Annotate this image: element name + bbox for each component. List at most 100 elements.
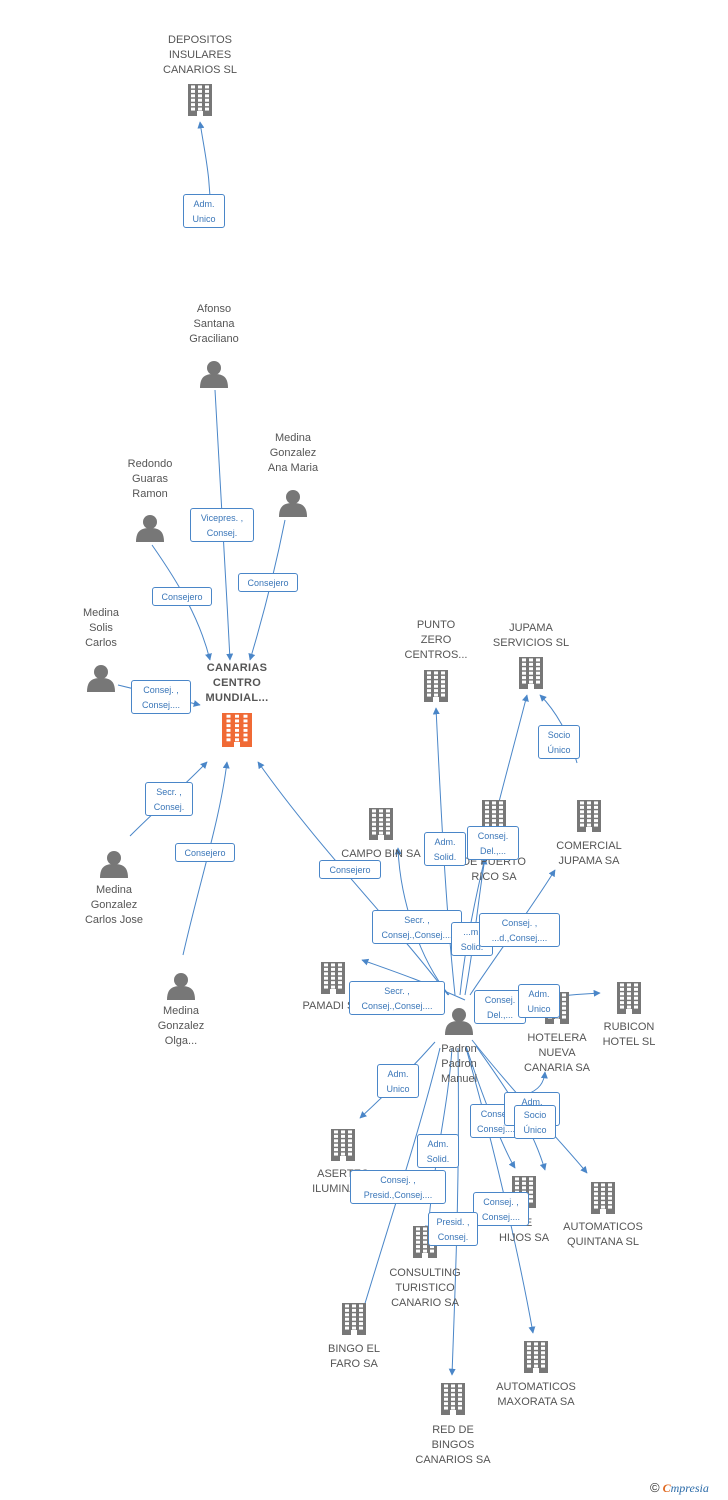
node-label-line: MAXORATA SA bbox=[497, 1396, 575, 1408]
company-building-icon[interactable] bbox=[188, 84, 212, 116]
relationship-role-label[interactable]: Secr. ,Consej. bbox=[145, 782, 193, 816]
person-icon[interactable] bbox=[445, 1008, 473, 1035]
role-label-line: Consejero bbox=[184, 848, 226, 858]
company-building-icon[interactable] bbox=[519, 657, 543, 689]
node-label-line: Graciliano bbox=[189, 333, 239, 345]
company-node-label[interactable]: CAMPO BIN SA bbox=[321, 847, 441, 862]
company-building-icon[interactable] bbox=[342, 1303, 366, 1335]
company-building-icon[interactable] bbox=[577, 800, 601, 832]
role-label-line: Vicepres. , bbox=[200, 513, 244, 523]
node-label-line: CENTROS... bbox=[404, 649, 468, 661]
relationship-role-label[interactable]: Adm. Solid. bbox=[424, 832, 466, 866]
relationship-role-label[interactable]: Secr. ,Consej.,Consej.... bbox=[372, 910, 462, 944]
role-label-line: Consej.... bbox=[476, 1124, 516, 1134]
company-node-label[interactable]: COMERCIAL JUPAMA SA bbox=[529, 839, 649, 869]
relationship-role-label[interactable]: Consej. ,Consej.... bbox=[473, 1192, 529, 1226]
person-icon[interactable] bbox=[279, 490, 307, 517]
node-label-line: COMERCIAL bbox=[556, 840, 622, 852]
company-building-icon[interactable] bbox=[524, 1341, 548, 1373]
company-building-icon[interactable] bbox=[321, 962, 345, 994]
node-label-line: HOTELERA bbox=[527, 1032, 587, 1044]
role-label-line: Solid. bbox=[433, 852, 457, 862]
company-building-icon[interactable] bbox=[413, 1226, 437, 1258]
node-label-line: MUNDIAL... bbox=[205, 692, 269, 704]
relationship-role-label[interactable]: Consejero bbox=[238, 573, 298, 592]
role-label-line: Secr. , bbox=[404, 915, 430, 925]
relationship-role-label[interactable]: Adm.Unico bbox=[183, 194, 225, 228]
relationship-edge bbox=[248, 519, 286, 661]
role-label-line: ...m. bbox=[463, 927, 481, 937]
role-label-line: Secr. , bbox=[156, 787, 182, 797]
company-building-icon[interactable] bbox=[591, 1182, 615, 1214]
role-label-line: Consej.,Consej.... bbox=[361, 1001, 433, 1011]
company-building-icon[interactable] bbox=[617, 982, 641, 1014]
relationship-role-label[interactable]: Presid. ,Consej. bbox=[428, 1212, 478, 1246]
relationship-role-label[interactable]: Consej.Del.,... bbox=[467, 826, 519, 860]
node-label-line: CANARIA SA bbox=[523, 1062, 591, 1074]
person-icon[interactable] bbox=[136, 515, 164, 542]
relationship-role-label[interactable]: Adm.Unico bbox=[377, 1064, 419, 1098]
node-label-line: TURISTICO bbox=[395, 1282, 455, 1294]
person-icon[interactable] bbox=[87, 665, 115, 692]
role-label-line: Consej. bbox=[480, 1109, 512, 1119]
company-building-icon[interactable] bbox=[424, 670, 448, 702]
role-label-line: Consejero bbox=[247, 578, 289, 588]
relationship-role-label[interactable]: Consejero bbox=[319, 860, 381, 879]
node-label-line: PAMADI S... bbox=[302, 1000, 364, 1012]
relationship-role-label[interactable]: Consejero bbox=[152, 587, 212, 606]
person-icon[interactable] bbox=[167, 973, 195, 1000]
node-label-line: HOTEL SL bbox=[602, 1036, 656, 1048]
relationship-role-label[interactable]: Adm.Solid. bbox=[417, 1134, 459, 1168]
role-label-line: Consejero bbox=[161, 592, 203, 602]
node-label-line: Solis bbox=[89, 622, 113, 634]
company-node-label[interactable]: PAMADI S... bbox=[273, 999, 393, 1014]
company-building-icon[interactable] bbox=[441, 1383, 465, 1415]
relationship-role-label[interactable]: Consejero bbox=[175, 843, 235, 862]
role-label-line: Consej. , bbox=[143, 685, 179, 695]
person-icon[interactable] bbox=[200, 361, 228, 388]
relationship-edge bbox=[257, 761, 449, 996]
role-label-line: Único bbox=[547, 745, 571, 755]
node-label-line: JUPAMA SA bbox=[558, 855, 620, 867]
relationship-role-label[interactable]: Adm.Unico bbox=[518, 984, 560, 1018]
node-label-line: RED DE bbox=[432, 1424, 474, 1436]
relationship-role-label[interactable]: Consej. , Presid.,Consej.... bbox=[350, 1170, 446, 1204]
company-building-icon-highlighted[interactable] bbox=[222, 713, 252, 747]
person-icon[interactable] bbox=[100, 851, 128, 878]
role-label-line: Consej. , bbox=[380, 1175, 416, 1185]
role-label-line: Adm. bbox=[434, 837, 456, 847]
role-label-line: Adm. bbox=[193, 199, 215, 209]
role-label-line: Presid.,Consej.... bbox=[363, 1190, 433, 1200]
node-label-line: Olga... bbox=[164, 1035, 198, 1047]
relationship-role-label[interactable]: Secr. ,Consej.,Consej.... bbox=[349, 981, 445, 1015]
node-label-line: BINGOS bbox=[431, 1439, 475, 1451]
relationship-role-label[interactable]: Vicepres. ,Consej. bbox=[190, 508, 254, 542]
role-label-line: Socio bbox=[523, 1110, 547, 1120]
relationship-role-label[interactable]: Consej.Del.,... bbox=[474, 990, 526, 1024]
company-building-icon[interactable] bbox=[331, 1129, 355, 1161]
relationship-role-label[interactable]: Consej. ,...d.,Consej.... bbox=[479, 913, 560, 947]
node-label-line: DEPOSITOS bbox=[168, 34, 232, 46]
company-building-icon[interactable] bbox=[369, 808, 393, 840]
relationship-role-label[interactable]: Consej. ,Consej.... bbox=[131, 680, 191, 714]
